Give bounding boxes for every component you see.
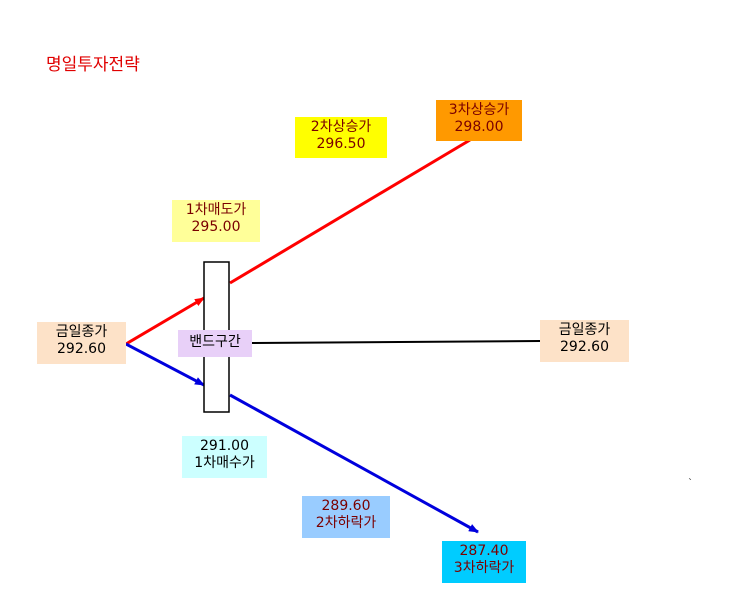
up2-label: 2차상승가 bbox=[310, 119, 372, 135]
page-title: 명일투자전략 bbox=[46, 55, 140, 75]
sell1-value: 295.00 bbox=[191, 219, 241, 235]
up3-value: 298.00 bbox=[454, 119, 504, 135]
down3-label: 3차하락가 bbox=[453, 560, 515, 576]
up3-label: 3차상승가 bbox=[448, 102, 510, 118]
close-right-value: 292.60 bbox=[560, 339, 609, 355]
arrow-down-to-3rd bbox=[229, 393, 479, 534]
line-up-to-3rd bbox=[229, 138, 471, 285]
stray-mark: ` bbox=[688, 478, 693, 489]
close-left-value: 292.60 bbox=[57, 341, 106, 357]
close-left-box: 금일종가 292.60 bbox=[37, 322, 126, 364]
down2-label: 2차하락가 bbox=[315, 515, 377, 531]
arrow-down-to-band bbox=[125, 342, 205, 387]
down3-box: 287.40 3차하락가 bbox=[442, 541, 526, 583]
band-box: 밴드구간 bbox=[178, 330, 252, 357]
close-right-label: 금일종가 bbox=[558, 322, 611, 338]
buy1-box: 291.00 1차매수가 bbox=[182, 436, 267, 478]
up3-box: 3차상승가 298.00 bbox=[436, 100, 522, 141]
sell1-label: 1차매도가 bbox=[185, 202, 247, 218]
band-label: 밴드구간 bbox=[189, 334, 241, 350]
buy1-value: 291.00 bbox=[200, 438, 249, 454]
band-level-line bbox=[251, 340, 541, 344]
close-left-label: 금일종가 bbox=[55, 324, 108, 340]
close-right-box: 금일종가 292.60 bbox=[540, 320, 629, 362]
arrow-up-to-band bbox=[125, 296, 205, 346]
up2-value: 296.50 bbox=[316, 136, 366, 152]
up2-box: 2차상승가 296.50 bbox=[295, 117, 387, 158]
down2-value: 289.60 bbox=[321, 498, 371, 514]
down3-value: 287.40 bbox=[459, 543, 509, 559]
sell1-box: 1차매도가 295.00 bbox=[172, 200, 260, 242]
buy1-label: 1차매수가 bbox=[194, 455, 255, 471]
down2-box: 289.60 2차하락가 bbox=[302, 496, 390, 538]
